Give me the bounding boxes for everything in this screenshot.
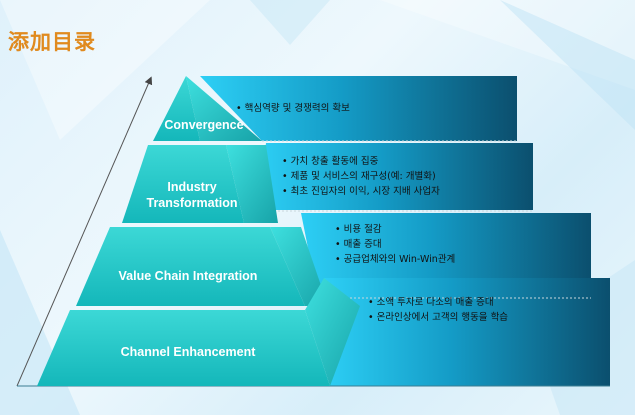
page-title: 添加目录	[8, 30, 96, 54]
bullets-convergence: 핵심역량 및 경쟁력의 확보	[236, 101, 350, 116]
tier-channel-front	[37, 310, 330, 386]
bullets-channel: 소액 투자로 다소의 매출 증대 온라인상에서 고객의 행동을 학습	[368, 295, 508, 325]
tier-convergence-front	[153, 76, 200, 141]
list-item: 매출 증대	[335, 237, 455, 252]
tier-channel-side	[305, 278, 360, 386]
list-item: 소액 투자로 다소의 매출 증대	[368, 295, 508, 310]
list-item: 가치 창출 활동에 집중	[282, 154, 440, 169]
tier-value-chain-side	[270, 227, 328, 306]
tier-label-line: Transformation	[146, 196, 238, 210]
tier-value-chain-front	[76, 227, 305, 306]
list-item: 비용 절감	[335, 222, 455, 237]
list-item: 최초 진입자의 이익, 시장 지배 사업자	[282, 184, 440, 199]
upward-arrow	[16, 76, 153, 387]
bullets-value-chain: 비용 절감 매출 증대 공급업체와의 Win-Win관계	[335, 222, 456, 267]
list-item: 온라인상에서 고객의 행동을 학습	[368, 310, 508, 325]
list-item: 공급업체와의 Win-Win관계	[335, 252, 456, 267]
tier-label-convergence: Convergence	[164, 118, 244, 132]
tier-label-line: Industry	[167, 180, 217, 194]
tier-label-value-chain: Value Chain Integration	[118, 269, 258, 283]
bullets-industry-transformation: 가치 창출 활동에 집중 제품 및 서비스의 재구성(예: 개별화) 최초 진입…	[282, 154, 440, 199]
tier-convergence-side	[186, 76, 262, 141]
tier-industry-side	[226, 145, 278, 223]
tier-label-channel: Channel Enhancement	[120, 345, 256, 359]
list-item: 핵심역량 및 경쟁력의 확보	[236, 101, 350, 116]
list-item: 제품 및 서비스의 재구성(예: 개별화)	[282, 169, 440, 184]
panel-convergence	[200, 76, 517, 141]
tier-industry-front	[122, 145, 244, 223]
tier-label-industry-transformation: Industry Transformation	[132, 179, 252, 211]
